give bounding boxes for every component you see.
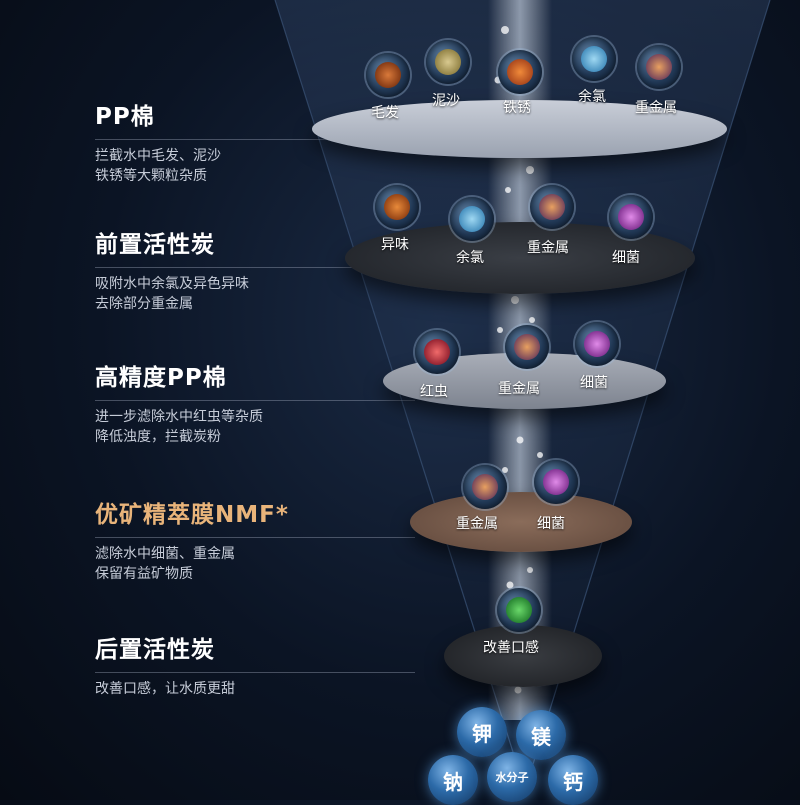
- stage-pp-cotton: PP棉 拦截水中毛发、泥沙 铁锈等大颗粒杂质: [95, 97, 415, 186]
- heavy-metal-icon: [530, 185, 574, 229]
- particle-label: 铁锈: [503, 100, 531, 116]
- rust-icon: [498, 50, 542, 94]
- stage-desc: 吸附水中余氯及异色异味 去除部分重金属: [95, 276, 249, 312]
- stage-title: 后置活性炭: [95, 630, 415, 673]
- chlorine-icon: [572, 37, 616, 81]
- particle-label: 细菌: [580, 375, 608, 391]
- particle-label: 重金属: [498, 381, 540, 397]
- stage-title: 前置活性炭: [95, 225, 415, 268]
- stage-title: PP棉: [95, 97, 415, 140]
- red-worm-icon: [415, 330, 459, 374]
- mineral-magnesium: 镁: [516, 710, 566, 760]
- odor-icon: [375, 185, 419, 229]
- stage-desc: 滤除水中细菌、重金属 保留有益矿物质: [95, 546, 235, 582]
- bacteria-icon: [534, 460, 578, 504]
- bacteria-icon: [609, 195, 653, 239]
- stage-post-carbon: 后置活性炭 改善口感，让水质更甜: [95, 630, 415, 699]
- sand-icon: [426, 40, 470, 84]
- mineral-calcium: 钙: [548, 755, 598, 805]
- hair-icon: [366, 53, 410, 97]
- particle-label: 改善口感: [483, 640, 539, 656]
- mineral-sodium: 钠: [428, 755, 478, 805]
- particle-label: 毛发: [371, 105, 399, 121]
- disc-post-carbon: [444, 625, 602, 687]
- particle-label: 重金属: [635, 100, 677, 116]
- heavy-metal-icon: [505, 325, 549, 369]
- particle-label: 余氯: [578, 89, 606, 105]
- stage-title: 高精度PP棉: [95, 358, 415, 401]
- particle-label: 细菌: [537, 516, 565, 532]
- stage-pre-carbon: 前置活性炭 吸附水中余氯及异色异味 去除部分重金属: [95, 225, 415, 314]
- disc-nmf-membrane: [410, 492, 632, 552]
- stage-desc: 改善口感，让水质更甜: [95, 681, 235, 697]
- chlorine-icon: [450, 197, 494, 241]
- particle-label: 泥沙: [432, 93, 460, 109]
- particle-label: 红虫: [420, 384, 448, 400]
- stage-nmf-membrane: 优矿精萃膜NMF* 滤除水中细菌、重金属 保留有益矿物质: [95, 495, 415, 584]
- stage-title: 优矿精萃膜NMF*: [95, 495, 415, 538]
- particle-label: 重金属: [456, 516, 498, 532]
- heavy-metal-icon: [637, 45, 681, 89]
- particle-label: 细菌: [612, 250, 640, 266]
- water-molecule: 水分子: [487, 752, 537, 802]
- stage-precision-pp: 高精度PP棉 进一步滤除水中红虫等杂质 降低浊度，拦截炭粉: [95, 358, 415, 447]
- heavy-metal-icon: [463, 465, 507, 509]
- disc-pp-cotton: [312, 100, 727, 158]
- particle-label: 重金属: [527, 240, 569, 256]
- leaf-icon: [497, 588, 541, 632]
- stage-desc: 拦截水中毛发、泥沙 铁锈等大颗粒杂质: [95, 148, 221, 184]
- mineral-potassium: 钾: [457, 707, 507, 757]
- particle-label: 余氯: [456, 250, 484, 266]
- bacteria-icon: [575, 322, 619, 366]
- stage-desc: 进一步滤除水中红虫等杂质 降低浊度，拦截炭粉: [95, 409, 263, 445]
- particle-label: 异味: [381, 237, 409, 253]
